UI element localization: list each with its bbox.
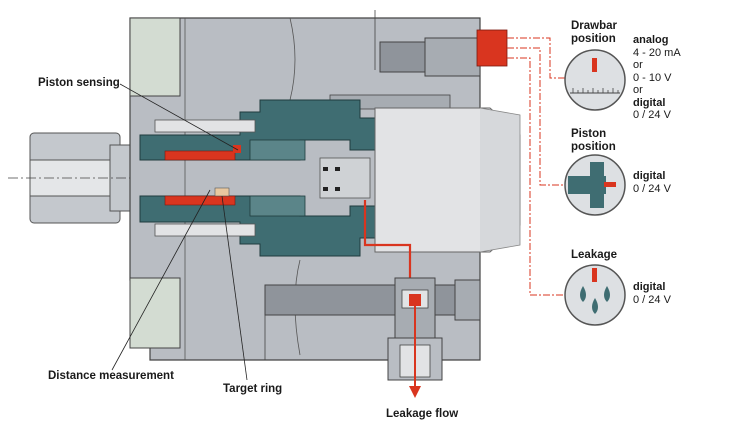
- leakage-signal-spec: digital 0 / 24 V: [633, 281, 671, 306]
- piston-position-title: Piston position: [571, 128, 616, 153]
- tool-holder: [319, 107, 521, 253]
- target-ring-label: Target ring: [223, 383, 283, 395]
- drawbar-position-title: Drawbar position: [571, 20, 618, 45]
- drawbar-position-gauge-icon: [564, 49, 626, 111]
- distance-measurement-label: Distance measurement: [48, 370, 174, 382]
- piston-position-icon: [564, 154, 626, 216]
- leakage-flow-arrow: [409, 300, 421, 398]
- leakage-channel: [363, 200, 412, 295]
- leakage-flow-label: Leakage flow: [386, 408, 459, 420]
- callout-leaders: [111, 83, 248, 381]
- lower-port: [264, 279, 481, 321]
- target-ring-part: [214, 187, 230, 197]
- connector: [476, 29, 508, 67]
- drawbar-signal-spec: analog 4 - 20 mA or 0 - 10 V or digital …: [633, 34, 681, 121]
- leakage-title: Leakage: [571, 249, 618, 261]
- piston-sensing-label: Piston sensing: [38, 77, 120, 89]
- leakage-drops-icon: [564, 264, 626, 326]
- piston-signal-spec: digital 0 / 24 V: [633, 170, 671, 195]
- signal-wires: [507, 37, 566, 296]
